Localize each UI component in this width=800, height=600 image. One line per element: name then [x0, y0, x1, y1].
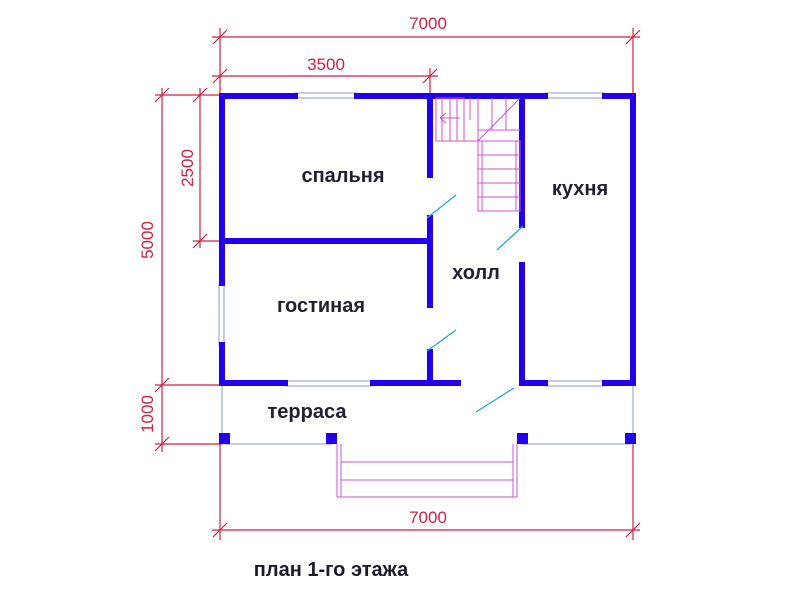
terrace-columns	[219, 433, 636, 444]
column-center-right	[517, 433, 528, 444]
room-label-kitchen: кухня	[552, 178, 608, 200]
column-center-left	[326, 433, 337, 444]
dimension-left-overall: 5000	[138, 221, 157, 259]
column-right	[625, 433, 636, 444]
dimension-top-overall: 7000	[409, 14, 447, 33]
entry-steps	[336, 444, 518, 498]
dimension-bottom-overall: 7000	[409, 508, 447, 527]
plan-caption: план 1-го этажа	[254, 559, 409, 581]
room-label-hall: холл	[452, 262, 500, 284]
dimension-top-partial: 3500	[307, 55, 345, 74]
windows	[218, 92, 634, 445]
column-left	[219, 433, 230, 444]
walls	[219, 93, 636, 386]
room-label-terrace: терраса	[268, 401, 348, 423]
dimension-left-partial: 2500	[178, 149, 197, 187]
dimension-lines	[154, 28, 641, 540]
room-label-living-room: гостиная	[277, 295, 365, 317]
room-label-bedroom: спальня	[301, 165, 384, 187]
staircase	[435, 97, 521, 212]
door-swings	[426, 194, 524, 413]
dimension-left-terrace: 1000	[138, 395, 157, 433]
